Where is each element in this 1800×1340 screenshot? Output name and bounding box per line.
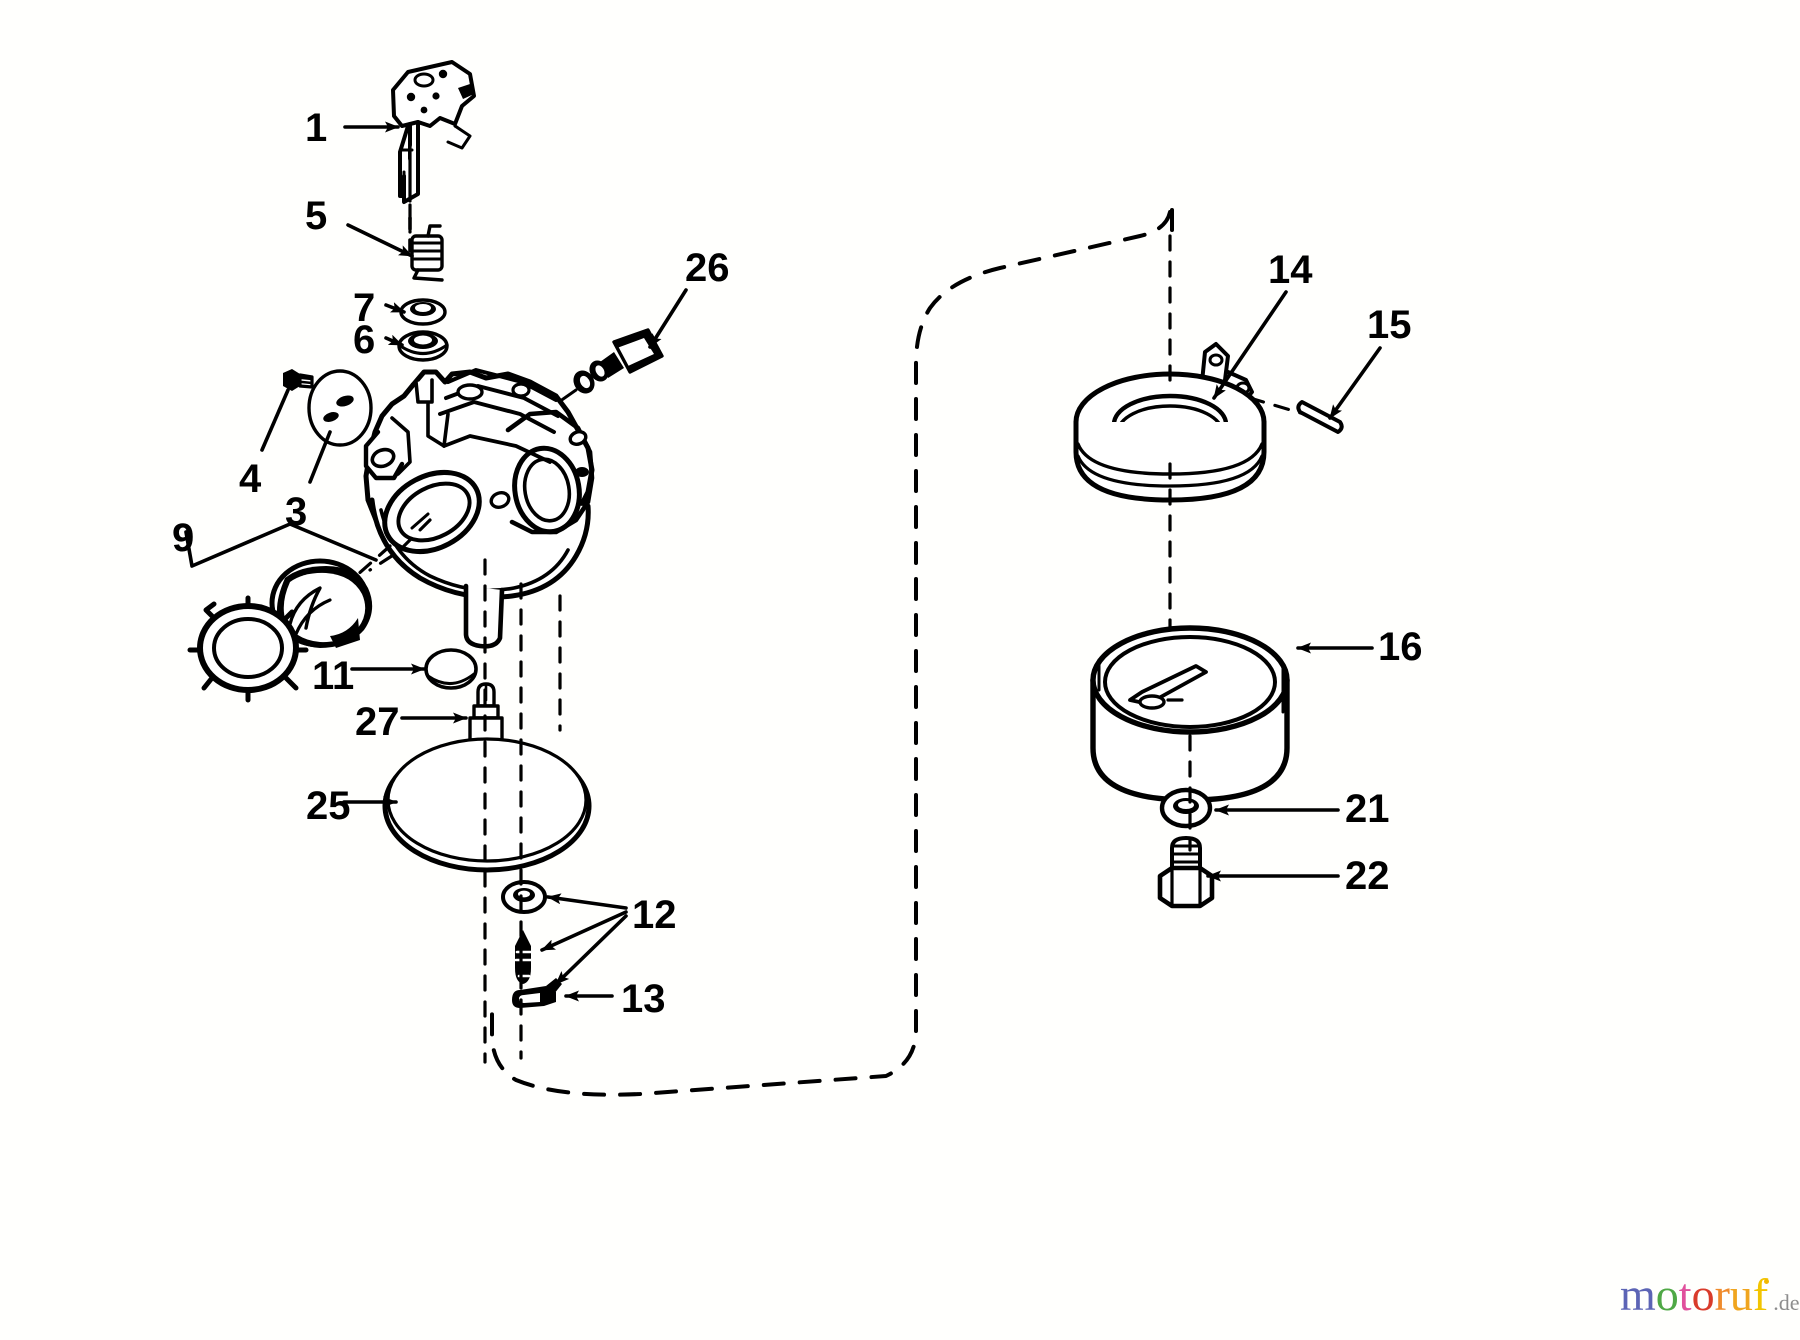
callout-label-16[interactable]: 16: [1378, 625, 1423, 669]
watermark-letter-f: f: [1752, 1269, 1769, 1320]
callout-label-5[interactable]: 5: [305, 194, 328, 238]
part-7-retainer-washer: [399, 298, 447, 326]
callout-label-22[interactable]: 22: [1345, 854, 1390, 898]
part-22-bowl-retaining-nut: [1157, 836, 1215, 909]
watermark-letter-t: t: [1678, 1269, 1692, 1320]
callout-label-27[interactable]: 27: [355, 700, 400, 744]
part-26-idle-mixture-screw: [554, 328, 664, 406]
watermark-letter-u: u: [1729, 1269, 1753, 1320]
callout-label-9[interactable]: 9: [172, 516, 195, 560]
watermark-letter-o1: o: [1655, 1269, 1679, 1320]
callout-label-15[interactable]: 15: [1367, 303, 1412, 347]
callout-label-26[interactable]: 26: [685, 246, 730, 290]
part-6-dust-seal-washer: [397, 330, 449, 362]
watermark-tld: .de: [1773, 1290, 1800, 1315]
float-ring-assembly: [1073, 371, 1267, 503]
callout-label-4[interactable]: 4: [239, 457, 262, 501]
callout-label-11[interactable]: 11: [312, 654, 355, 698]
callout-label-13[interactable]: 13: [621, 977, 666, 1021]
callout-label-3[interactable]: 3: [285, 490, 308, 534]
watermark-dot-accent: [1764, 1279, 1770, 1284]
callout-label-14[interactable]: 14: [1268, 248, 1313, 292]
callout-label-7[interactable]: 7: [353, 286, 376, 330]
part-4-throttle-plate-screw: [283, 369, 314, 391]
callout-label-25[interactable]: 25: [306, 784, 351, 828]
part-15-float-hinge-pin: [1296, 400, 1344, 434]
callout-label-12[interactable]: 12: [632, 893, 677, 937]
part-3-throttle-plate-disc: [307, 369, 373, 447]
callout-label-21[interactable]: 21: [1345, 787, 1390, 831]
watermark-letter-m: m: [1620, 1269, 1656, 1320]
leader-lines: [184, 121, 1382, 1002]
part-12-inlet-needle-and-seat: [501, 880, 547, 984]
callout-label-1[interactable]: 1: [305, 106, 328, 150]
part-9-diaphragm-group: [187, 558, 373, 703]
callout-label-6[interactable]: 6: [353, 318, 376, 362]
part-5-shaft-spring: [408, 216, 444, 282]
assembly-boundary-dashed: [490, 208, 1174, 1097]
part-1-throttle-lever-shaft: [391, 60, 476, 204]
part-11-seat-gasket: [424, 648, 478, 690]
motoruf-watermark: motoruf.de: [1620, 1272, 1799, 1318]
watermark-letter-o2: o: [1691, 1269, 1715, 1320]
part-25-bowl-o-ring: [382, 737, 592, 873]
watermark-letter-r: r: [1714, 1269, 1730, 1320]
assembly-center-lines: [354, 203, 1306, 1064]
part-21-bowl-nut-gasket: [1159, 787, 1213, 829]
carburetor-body: [363, 368, 595, 649]
